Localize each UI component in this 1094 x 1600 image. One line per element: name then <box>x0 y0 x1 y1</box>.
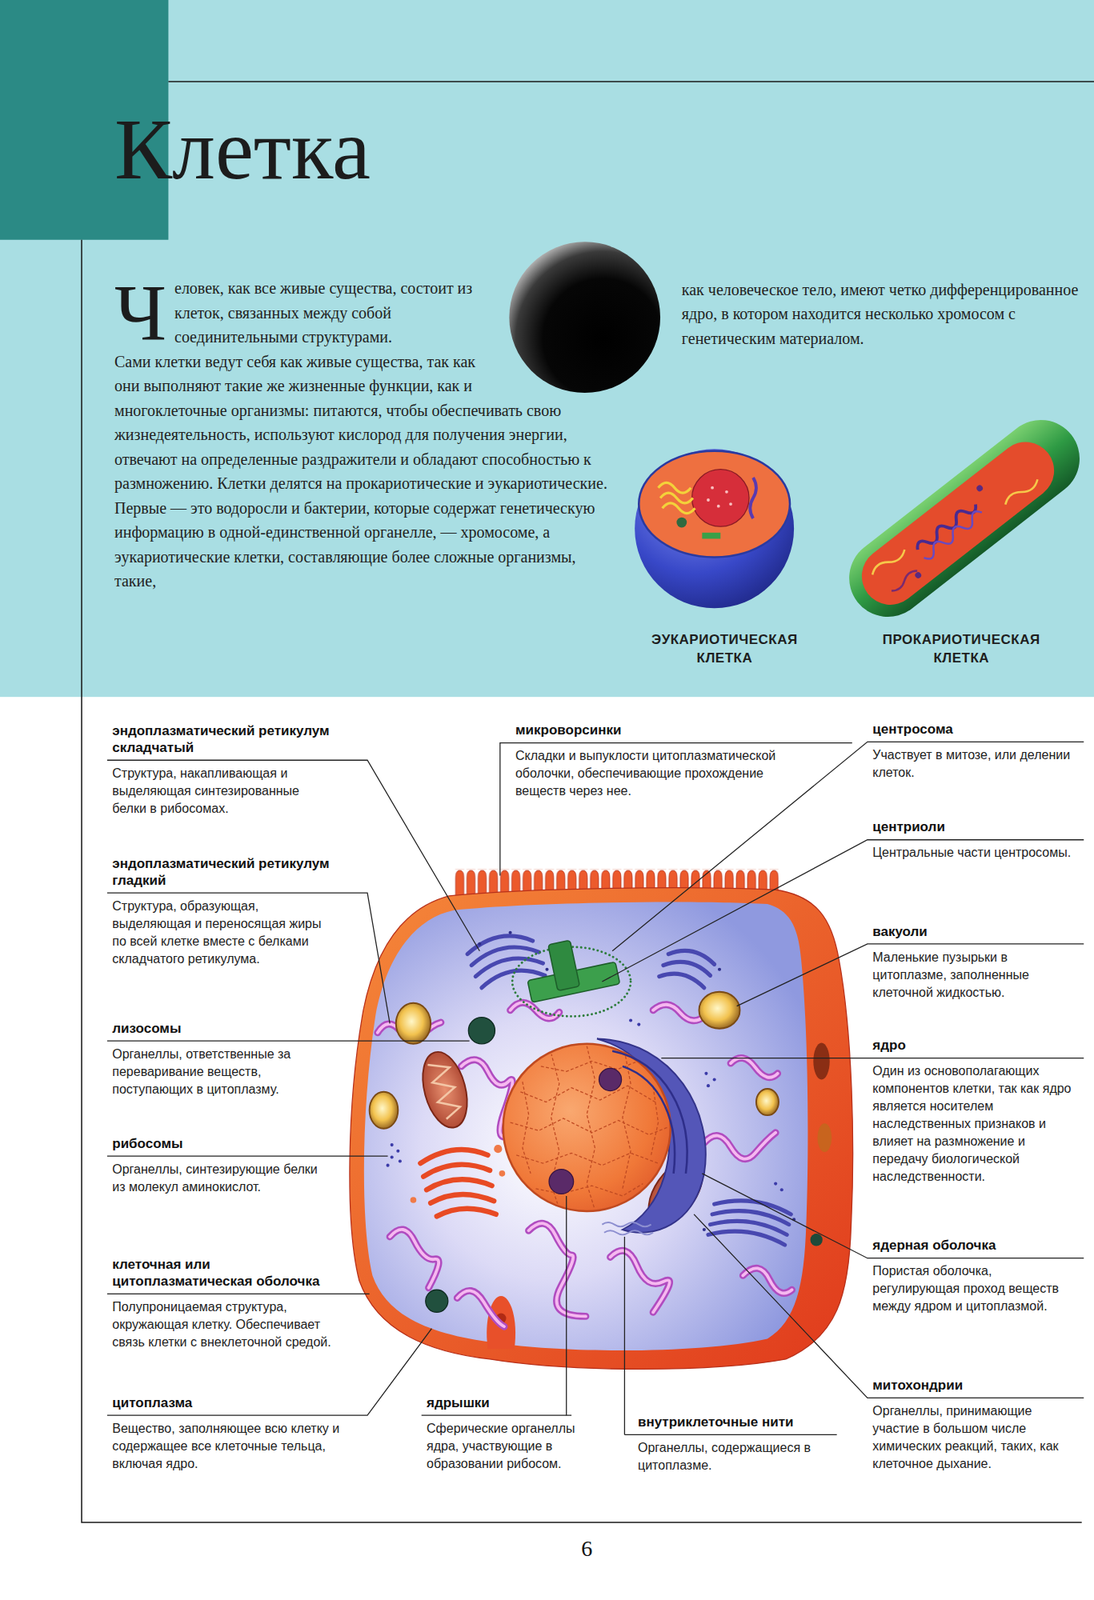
intro-text: как человеческое тело, имеют четко диффе… <box>681 277 1080 352</box>
callout-heading: ядерная оболочка <box>872 1237 1082 1255</box>
callout-text: Складки и выпуклости цитоплазматической … <box>515 747 791 801</box>
callout-heading: эндоплазматический ретикулум складчатый <box>112 722 337 757</box>
callout-text: Структура, накапливающая и выделяющая си… <box>112 765 332 818</box>
callout-heading: ядро <box>872 1037 1082 1054</box>
callout-heading: клеточная или цитоплазматическая оболочк… <box>112 1256 337 1291</box>
callout-text: Сферические органеллы ядра, участвующие … <box>426 1420 601 1474</box>
prokaryote-figure <box>833 404 1094 633</box>
callout-heading: внутриклеточные нити <box>637 1414 842 1431</box>
page-number: 6 <box>581 1536 593 1563</box>
callout-heading: вакуоли <box>872 923 1082 941</box>
callout-heading: центросома <box>872 721 1082 738</box>
callout-text: Органеллы, принимающие участие в большом… <box>872 1402 1082 1474</box>
intro-column: Человек, как все живые существа, состоит… <box>114 276 613 594</box>
callout-heading: эндоплазматический ретикулум гладкий <box>112 855 337 890</box>
intro-text: Человек, как все живые существа, состоит… <box>114 276 613 350</box>
callout-text: Полупроницаемая структура, окружающая кл… <box>112 1298 332 1352</box>
callout-heading: лизосомы <box>112 1020 337 1038</box>
figure-caption: ПРОКАРИОТИЧЕСКАЯ КЛЕТКА <box>865 630 1058 668</box>
callout-text: Центральные части центросомы. <box>872 844 1082 862</box>
image-gap <box>477 276 613 390</box>
callout-text: Структура, образующая, выделяющая и пере… <box>112 897 332 969</box>
leader-lines <box>107 741 1084 1435</box>
callout-text: Вещество, заполняющее всю клетку и содер… <box>112 1420 362 1474</box>
callout-text: Один из основополагающих компонентов кле… <box>872 1062 1082 1187</box>
callout-text: Пористая оболочка, регулирующая проход в… <box>872 1262 1082 1316</box>
callout-heading: микроворсинки <box>515 721 842 739</box>
callout-heading: рибосомы <box>112 1135 337 1153</box>
cell-figure <box>349 869 854 1371</box>
callout-heading: центриоли <box>872 818 1082 836</box>
callout-heading: ядрышки <box>426 1394 601 1412</box>
callout-text: Органеллы, содержащиеся в цитоплазме. <box>637 1439 832 1475</box>
callout-heading: митохондрии <box>872 1377 1082 1395</box>
callout-text: Участвует в митозе, или делении клеток. <box>872 746 1082 782</box>
eukaryote-figure <box>634 448 794 609</box>
page-title: Клетка <box>114 106 371 193</box>
callout-text: Маленькие пузырьки в цитоплазме, заполне… <box>872 949 1082 1002</box>
callout-text: Органеллы, ответственные за переваривани… <box>112 1045 332 1099</box>
callout-text: Органеллы, синтезирующие белки из молеку… <box>112 1161 332 1197</box>
callout-heading: цитоплазма <box>112 1394 357 1412</box>
figure-caption: ЭУКАРИОТИЧЕСКАЯ КЛЕТКА <box>628 630 821 668</box>
intro-text: Сами клетки ведут себя как живые существ… <box>114 349 613 594</box>
